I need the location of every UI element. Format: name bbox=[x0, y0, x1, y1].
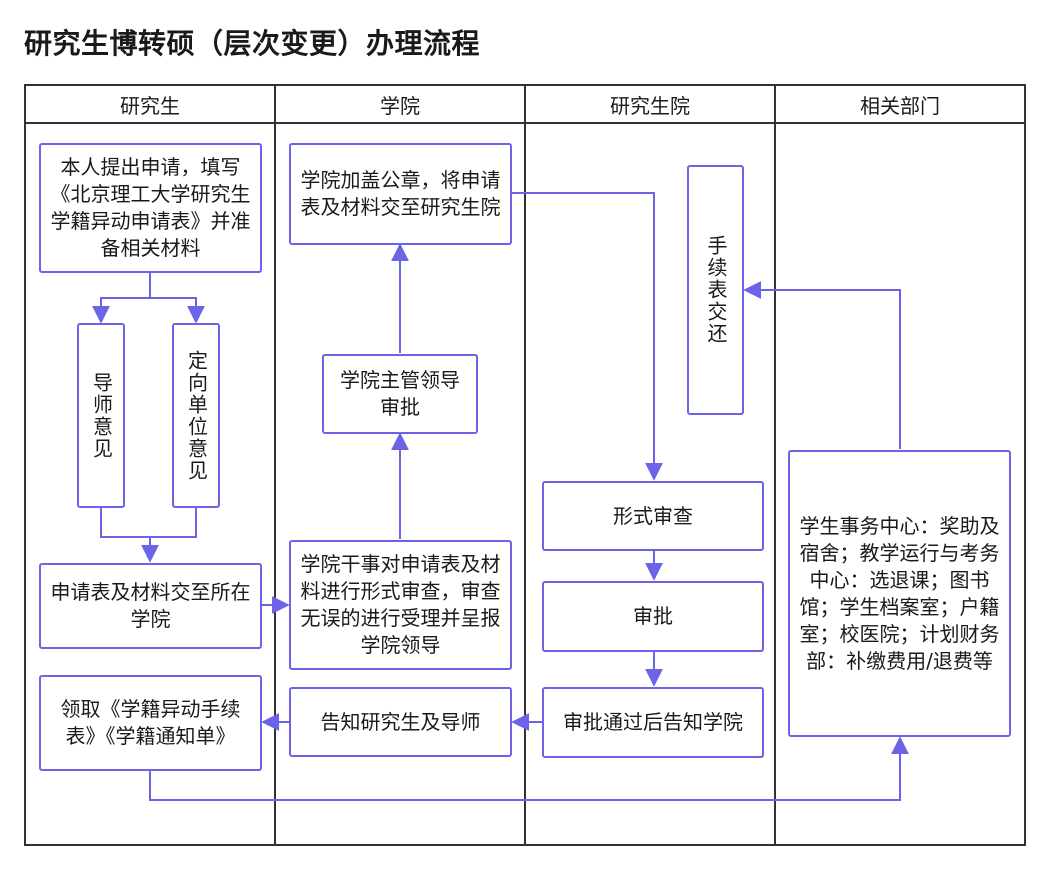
node-college-stamp: 学院加盖公章，将申请表及材料交至研究生院 bbox=[289, 143, 512, 245]
lane-header-departments: 相关部门 bbox=[860, 93, 940, 118]
node-unit-opinion: 定向单位意见 bbox=[172, 323, 220, 508]
arrow-collect-depts bbox=[149, 736, 909, 801]
node-related-departments: 学生事务中心：奖助及宿舍；教学运行与考务中心：选退课；图书馆；学生档案室；户籍室… bbox=[788, 450, 1011, 737]
lane-header-college: 学院 bbox=[380, 93, 420, 118]
node-approve: 审批 bbox=[542, 581, 764, 652]
arrow-advisor-submit bbox=[100, 507, 159, 563]
arrow-apply-advisor bbox=[92, 272, 151, 324]
node-advisor-opinion: 导师意见 bbox=[77, 323, 125, 508]
arrow-depts-return bbox=[743, 281, 901, 449]
arrow-apply-unit bbox=[150, 297, 205, 324]
lane-header-student: 研究生 bbox=[120, 93, 180, 118]
node-notify-student: 告知研究生及导师 bbox=[289, 687, 512, 757]
node-return-form: 手续表交还 bbox=[687, 165, 744, 415]
lane-header-graduate-school: 研究生院 bbox=[610, 93, 690, 118]
node-leader-approval: 学院主管领导审批 bbox=[322, 354, 478, 434]
node-submit-materials: 申请表及材料交至所在学院 bbox=[39, 563, 262, 649]
node-formal-review: 形式审查 bbox=[542, 481, 764, 551]
node-clerk-review: 学院干事对申请表及材料进行形式审查，审查无误的进行受理并呈报学院领导 bbox=[289, 540, 512, 670]
arrow-stamp-review bbox=[511, 192, 663, 481]
page-title: 研究生博转硕（层次变更）办理流程 bbox=[24, 27, 481, 60]
node-collect-forms: 领取《学籍异动手续表》《学籍通知单》 bbox=[39, 675, 262, 771]
node-notify-college: 审批通过后告知学院 bbox=[542, 687, 764, 758]
node-apply: 本人提出申请，填写《北京理工大学研究生学籍异动申请表》并准备相关材料 bbox=[39, 143, 262, 273]
arrow-unit-submit bbox=[150, 507, 197, 538]
